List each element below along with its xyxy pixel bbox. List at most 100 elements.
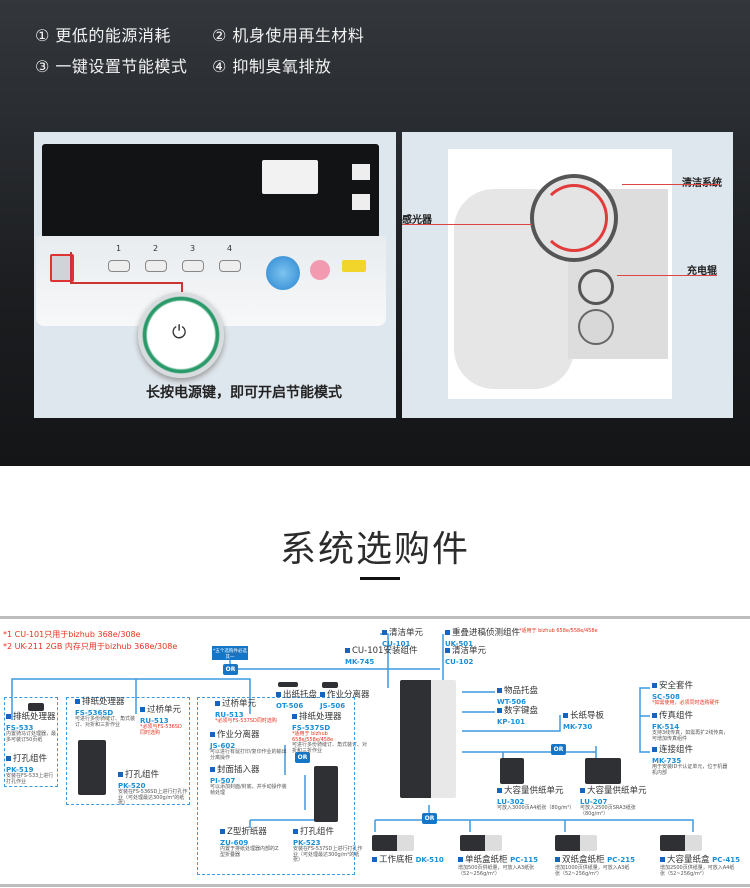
label-charger: 充电辊 bbox=[687, 266, 717, 277]
or-badge-finishers: OR bbox=[223, 664, 238, 675]
bullet-icon bbox=[458, 857, 463, 862]
footnote-1: *1 CU-101只用于bizhub 368e/308e bbox=[3, 630, 141, 639]
power-icon: ⏻ bbox=[172, 322, 187, 343]
drum-illustration: 感光器 清洁系统 充电辊 bbox=[402, 132, 733, 418]
option-note: 可进行多份骑缝订、角式装订、对折和三折作业 bbox=[292, 742, 368, 755]
bullet-icon bbox=[497, 708, 502, 713]
option-model: PK-523 bbox=[293, 838, 321, 847]
bullet-icon bbox=[652, 683, 657, 688]
option-note: 可放入2500页SRA3纸张（80g/m²） bbox=[580, 804, 636, 817]
bullet-icon bbox=[140, 707, 145, 712]
bullet-icon bbox=[372, 857, 377, 862]
drum-diagram bbox=[448, 149, 672, 399]
diagram-bottom-border bbox=[0, 884, 750, 887]
bullet-icon bbox=[445, 648, 450, 653]
or-badge-cabinet: OR bbox=[422, 813, 437, 824]
bullet-icon bbox=[276, 692, 281, 697]
option-model: FS-536SD bbox=[75, 708, 114, 717]
option-name: 打孔组件 bbox=[300, 827, 335, 837]
option-name: 大容量供纸单元 bbox=[587, 786, 647, 796]
option-name: 长纸导板 bbox=[570, 711, 605, 721]
key-3-label: 3 bbox=[190, 244, 196, 253]
option-model: PC-115 bbox=[510, 856, 539, 864]
option-note: 增加500页供纸量，可放入A3纸张（52~256g/m²） bbox=[458, 864, 535, 877]
feature-2: ② 机身使用再生材料 bbox=[212, 26, 365, 45]
option-model: ZU-609 bbox=[220, 838, 249, 847]
bullet-icon bbox=[563, 713, 568, 718]
control-panel-illustration: 1 2 3 4 ⏻ 长按电源键，即可开启节能模式 bbox=[34, 132, 396, 418]
option-model: LU-207 bbox=[580, 797, 608, 806]
bullet-icon bbox=[652, 747, 657, 752]
device-fs536sd bbox=[78, 740, 106, 795]
option-name: 数字键盘 bbox=[504, 706, 539, 716]
option-name: 打孔组件 bbox=[125, 770, 160, 780]
or-badge-lcu: OR bbox=[551, 744, 566, 755]
option-note: 可进行多份骑缝订、角式装订、对折和三折作业 bbox=[75, 715, 136, 728]
option-name: 重叠进稿侦测组件 bbox=[452, 628, 521, 638]
option-name: 封面插入器 bbox=[217, 765, 260, 775]
option-model: FS-537SD bbox=[292, 723, 331, 732]
choose-one-badge: *五个选购件必选其一 bbox=[212, 646, 248, 660]
option-name: 过桥单元 bbox=[147, 705, 182, 715]
bullet-icon bbox=[345, 648, 350, 653]
option-model: KP-101 bbox=[497, 717, 525, 726]
panel-caption: 长按电源键，即可开启节能模式 bbox=[146, 385, 342, 401]
start-button bbox=[266, 256, 300, 290]
bullet-icon bbox=[652, 713, 657, 718]
menu-icon bbox=[352, 194, 370, 210]
option-model: JS-602 bbox=[210, 741, 236, 750]
bullet-icon bbox=[497, 788, 502, 793]
option-model: WT-506 bbox=[497, 697, 526, 706]
device-lu302 bbox=[500, 758, 524, 784]
option-model: PC-415 bbox=[712, 856, 741, 864]
option-name: 安全套件 bbox=[659, 681, 694, 691]
option-note: 安装在FS-533上进行打孔作业 bbox=[6, 772, 54, 785]
option-name: 清洁单元 bbox=[452, 646, 487, 656]
option-model: UK-501 bbox=[445, 639, 474, 648]
option-note: 安装在FS-536SD上进行打孔作业（可处理最达300g/m²的纸张） bbox=[118, 788, 188, 807]
option-model: PC-215 bbox=[607, 856, 636, 864]
bullet-icon bbox=[497, 688, 502, 693]
option-model: SC-508 bbox=[652, 692, 680, 701]
option-model: CU-102 bbox=[445, 657, 474, 666]
bullet-icon bbox=[382, 630, 387, 635]
option-model: PI-507 bbox=[210, 776, 236, 785]
option-name: 排纸处理器 bbox=[13, 712, 56, 722]
bullet-icon bbox=[293, 829, 298, 834]
option-name: 打孔组件 bbox=[13, 754, 48, 764]
bullet-icon bbox=[6, 756, 11, 761]
option-model: LU-302 bbox=[497, 797, 525, 806]
option-name: 双纸盒纸柜 bbox=[562, 855, 605, 865]
option-name: 连接组件 bbox=[659, 745, 694, 755]
group-fs533 bbox=[4, 697, 58, 787]
option-model: RU-513 bbox=[215, 710, 244, 719]
option-note: 增加2500页供纸量，可放入A4纸张（52~256g/m²） bbox=[660, 864, 735, 877]
option-name: 传真组件 bbox=[659, 711, 694, 721]
option-model: DK-510 bbox=[415, 856, 444, 864]
option-model: OT-506 bbox=[276, 701, 304, 710]
option-item: 工作底柜 DK-510 bbox=[372, 855, 444, 866]
option-name: 排纸处理器 bbox=[82, 697, 125, 707]
footnote-2: *2 UK-211 2GB 内存只用于bizhub 368e/308e bbox=[3, 642, 178, 651]
bullet-icon bbox=[445, 630, 450, 635]
bullet-icon bbox=[210, 767, 215, 772]
option-name: 作业分离器 bbox=[327, 690, 370, 700]
option-red-note: *适用于 bizhub 658e/558e/458e bbox=[292, 730, 334, 743]
group-fs537sd bbox=[197, 697, 355, 875]
bullet-icon bbox=[75, 699, 80, 704]
section-title: 系统选购件 bbox=[279, 529, 470, 570]
